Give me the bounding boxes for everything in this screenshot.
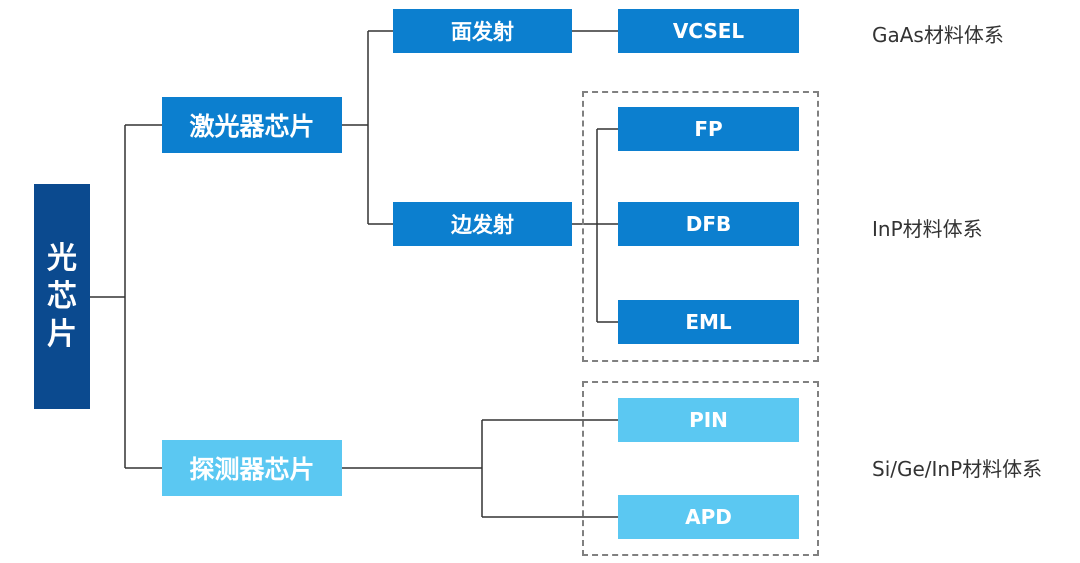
edge-emitting-node: 边发射: [393, 202, 572, 246]
connector-edge: [572, 128, 618, 323]
laser-chip-node: 激光器芯片: [162, 97, 342, 153]
apd-node: APD: [618, 495, 799, 539]
vcsel-node: VCSEL: [618, 9, 799, 53]
root-char-3: 片: [47, 316, 77, 352]
surface-emitting-node: 面发射: [393, 9, 572, 53]
fp-node: FP: [618, 107, 799, 151]
root-char-1: 光: [47, 240, 77, 276]
material-note-si-ge-inp: Si/Ge/InP材料体系: [872, 457, 1043, 481]
connector-detector: [342, 419, 618, 518]
root-char-2: 芯: [47, 278, 77, 314]
optical-chip-root: 光 芯 片: [34, 184, 90, 409]
connector-root: [90, 124, 162, 469]
pin-node: PIN: [618, 398, 799, 442]
material-note-gaas: GaAs材料体系: [872, 23, 1004, 47]
material-note-inp: InP材料体系: [872, 217, 983, 241]
edge-emitting-group: [582, 91, 819, 362]
dfb-node: DFB: [618, 202, 799, 246]
connector-laser: [342, 30, 393, 225]
detector-group: [582, 381, 819, 556]
eml-node: EML: [618, 300, 799, 344]
detector-chip-node: 探测器芯片: [162, 440, 342, 496]
